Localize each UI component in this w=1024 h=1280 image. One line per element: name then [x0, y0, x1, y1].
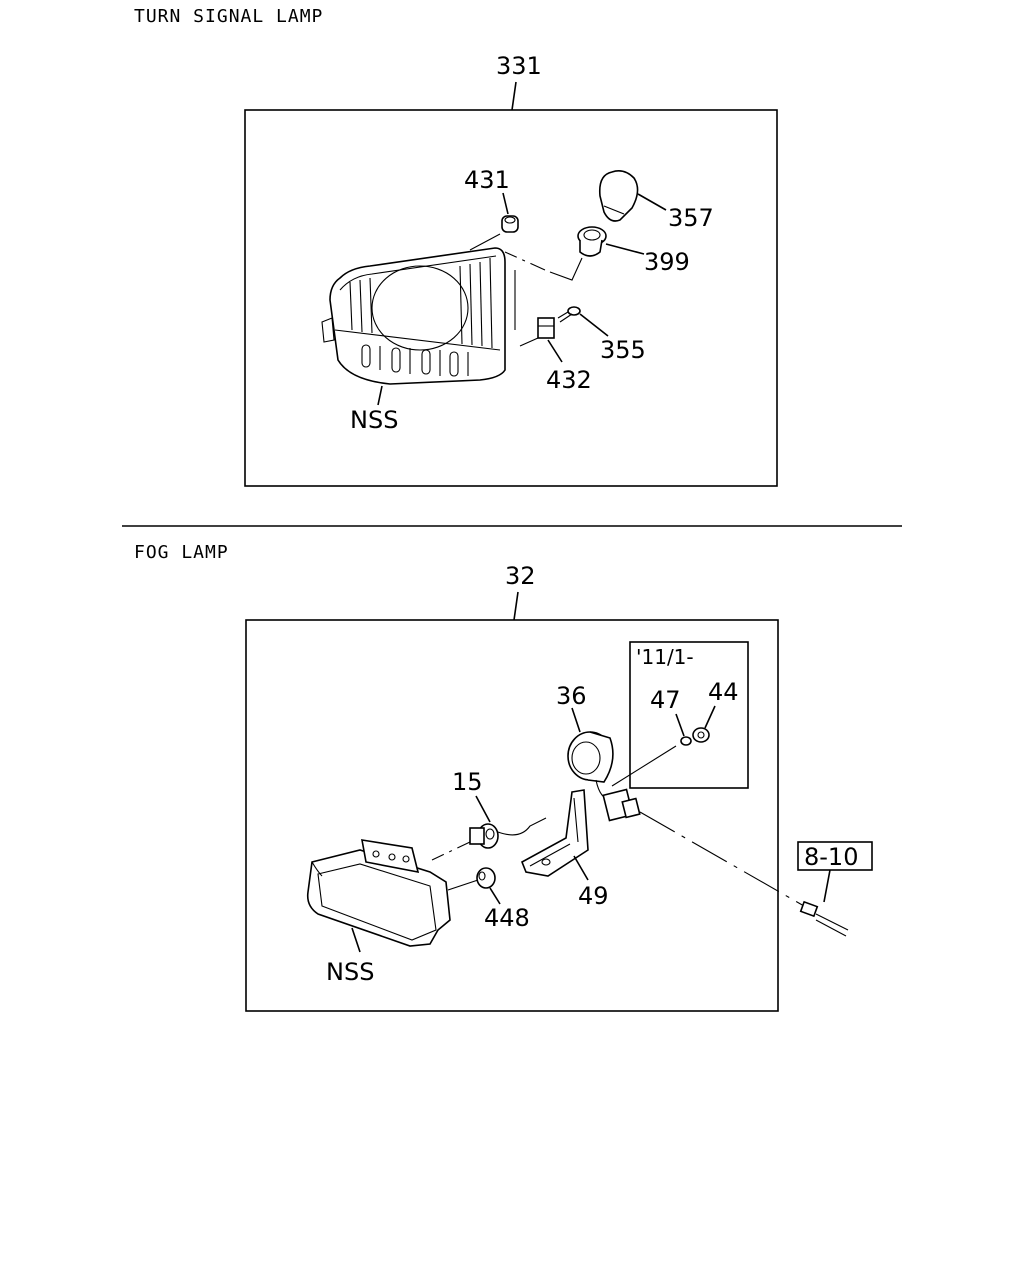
callout-355: 355 — [600, 336, 646, 364]
leader-32 — [513, 591, 519, 621]
bulb-357 — [598, 170, 639, 222]
fog-lamp-body — [306, 839, 451, 947]
socket-center-line — [504, 251, 546, 271]
leader-49 — [573, 855, 589, 881]
cover-36 — [567, 731, 614, 783]
callout-331: 331 — [496, 52, 542, 80]
leader-448 — [489, 887, 501, 905]
callout-15: 15 — [452, 768, 483, 796]
turn-signal-lamp-body — [321, 247, 516, 385]
leader-431 — [502, 192, 509, 215]
bulb-center-line — [431, 841, 471, 861]
harness-connector — [595, 779, 641, 822]
callout-8-10: 8-10 — [804, 843, 858, 871]
leader-nss-turn — [377, 385, 383, 406]
leader-8-10 — [823, 869, 831, 903]
turn-signal-frame — [244, 109, 778, 487]
screw-355 — [557, 306, 581, 323]
leader-399 — [605, 243, 645, 255]
leader-44 — [704, 705, 716, 729]
leader-355 — [579, 313, 609, 337]
washer-47 — [680, 736, 692, 746]
fog-lamp-title: FOG LAMP — [134, 542, 229, 563]
callout-47: 47 — [650, 686, 681, 714]
callout-32: 32 — [505, 562, 536, 590]
date-box-label: '11/1- — [636, 645, 694, 669]
callout-36: 36 — [556, 682, 587, 710]
callout-431: 431 — [464, 166, 510, 194]
grommet-center-line — [447, 879, 479, 891]
grommet-431 — [501, 215, 519, 233]
harness-center-line — [639, 811, 805, 907]
callout-49: 49 — [578, 882, 609, 910]
stud-line — [611, 745, 677, 787]
grommet-448 — [476, 867, 496, 889]
socket-wire — [549, 257, 583, 281]
callout-nss-fog: NSS — [326, 958, 374, 986]
socket-399 — [577, 226, 607, 257]
nut-44 — [692, 727, 710, 743]
leader-432 — [547, 339, 563, 363]
callout-399: 399 — [644, 248, 690, 276]
leader-nss-fog — [351, 927, 361, 953]
leader-357 — [637, 193, 667, 211]
leader-47 — [675, 713, 685, 737]
leader-431-to-lamp — [469, 233, 501, 251]
callout-432: 432 — [546, 366, 592, 394]
callout-nss-turn: NSS — [350, 406, 398, 434]
leader-15 — [475, 795, 491, 823]
clip-432 — [519, 317, 555, 347]
harness-end-connector — [799, 900, 849, 937]
turn-signal-title: TURN SIGNAL LAMP — [134, 6, 323, 27]
ref-box — [797, 841, 873, 871]
bulb-socket-15 — [469, 817, 547, 849]
callout-44: 44 — [708, 678, 739, 706]
leader-331 — [511, 81, 517, 111]
date-box — [629, 641, 749, 789]
leader-36 — [571, 707, 581, 733]
fog-lamp-frame — [245, 619, 779, 1012]
callout-357: 357 — [668, 204, 714, 232]
callout-448: 448 — [484, 904, 530, 932]
bracket-49 — [520, 789, 589, 877]
